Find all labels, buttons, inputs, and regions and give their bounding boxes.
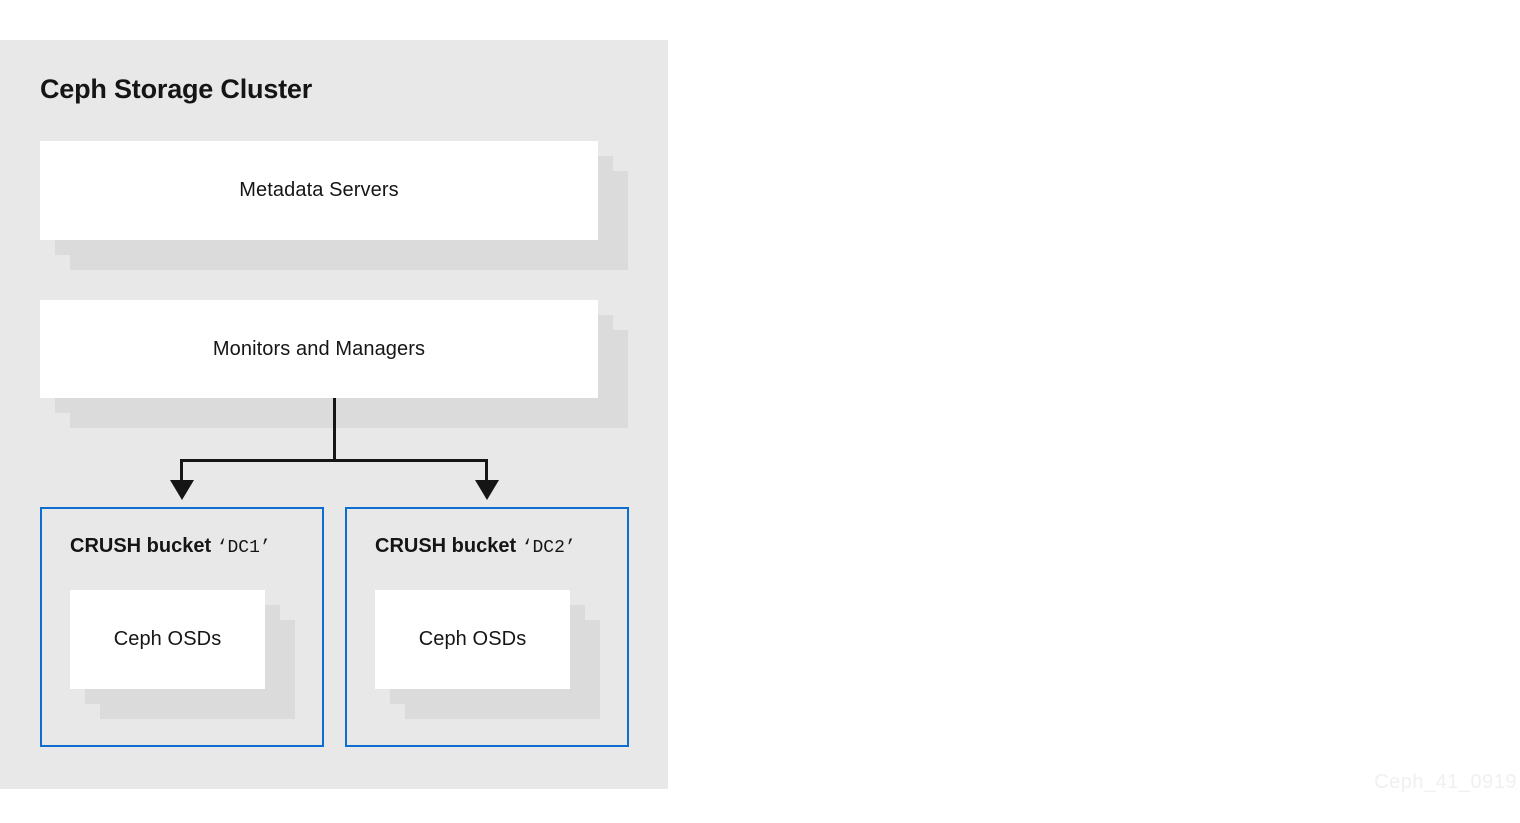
metadata-servers-node: Metadata Servers [40,141,628,270]
monitors-managers-label: Monitors and Managers [40,300,598,398]
ceph-osds-node: Ceph OSDs [375,590,600,719]
watermark: Ceph_41_0919 [1374,771,1517,793]
metadata-servers-label: Metadata Servers [40,141,598,240]
monitors-managers-node: Monitors and Managers [40,300,628,428]
connector-drop-left [180,459,183,480]
diagram-title: Ceph Storage Cluster [40,74,313,104]
ceph-osds-label: Ceph OSDs [375,590,570,689]
crush-bucket-id: ‘DC1’ [216,538,271,558]
crush-bucket-dc1: CRUSH bucket ‘DC1’ Ceph OSDs [40,507,324,747]
arrow-down-icon [170,480,194,500]
crush-bucket-label: CRUSH bucket [70,535,212,557]
connector-drop-right [485,459,488,480]
ceph-osds-label: Ceph OSDs [70,590,265,689]
crush-bucket-label: CRUSH bucket [375,535,517,557]
arrow-down-icon [475,480,499,500]
connector-stem [333,398,336,459]
crush-bucket-dc2-title: CRUSH bucket ‘DC2’ [375,533,576,561]
crush-bucket-id: ‘DC2’ [521,538,576,558]
connector-horizontal [180,459,488,462]
crush-bucket-dc2: CRUSH bucket ‘DC2’ Ceph OSDs [345,507,629,747]
crush-bucket-dc1-title: CRUSH bucket ‘DC1’ [70,533,271,561]
ceph-osds-node: Ceph OSDs [70,590,295,719]
